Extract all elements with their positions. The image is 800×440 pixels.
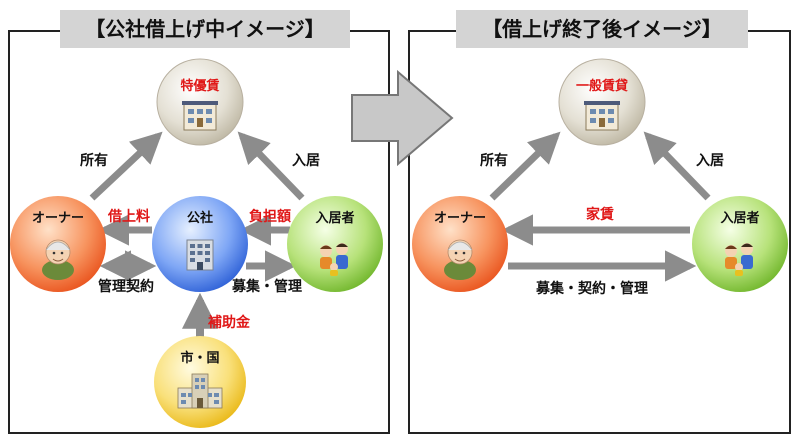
right-panel-title: 【借上げ終了後イメージ】 — [456, 10, 748, 48]
arrow-resident-to-building — [237, 131, 305, 201]
owner-node-right — [412, 196, 508, 292]
owner-label-left: オーナー — [32, 211, 84, 226]
arrow-owner-to-building-right — [489, 131, 561, 201]
corp-label: 公社 — [187, 210, 213, 226]
city-label: 市・国 — [180, 350, 219, 366]
own-label-right: 所有 — [480, 153, 508, 169]
move-in-label-right: 入居 — [696, 153, 724, 169]
corp-node — [152, 196, 248, 292]
resident-node-left — [287, 196, 383, 292]
burden-label: 負担額 — [249, 209, 291, 225]
rent-borrow-label: 借上料 — [108, 209, 150, 225]
owner-node-left — [10, 196, 106, 292]
building-label-left: 特優賃 — [180, 78, 219, 94]
arrow-owner-to-building — [89, 131, 163, 201]
left-panel-title: 【公社借上げ中イメージ】 — [60, 10, 350, 48]
transition-arrow — [351, 69, 454, 167]
city-node — [154, 336, 246, 428]
resident-node-right — [692, 196, 788, 292]
subsidy-label: 補助金 — [208, 315, 250, 331]
move-in-label-left: 入居 — [292, 153, 320, 169]
rent-label: 家賃 — [586, 207, 614, 223]
owner-label-right: オーナー — [434, 211, 486, 226]
own-label-left: 所有 — [80, 153, 108, 169]
resident-label-right: 入居者 — [720, 210, 759, 226]
arrow-resident-to-building-right — [643, 131, 711, 201]
building-node-left — [156, 58, 244, 146]
building-node-right — [558, 58, 646, 146]
resident-label-left: 入居者 — [315, 210, 354, 226]
mgmt-contract-label: 管理契約 — [98, 279, 154, 295]
building-label-right: 一般賃貸 — [576, 78, 628, 94]
recruit-contract-mgmt-label: 募集・契約・管理 — [536, 281, 648, 297]
recruit-mgmt-label: 募集・管理 — [232, 279, 302, 295]
